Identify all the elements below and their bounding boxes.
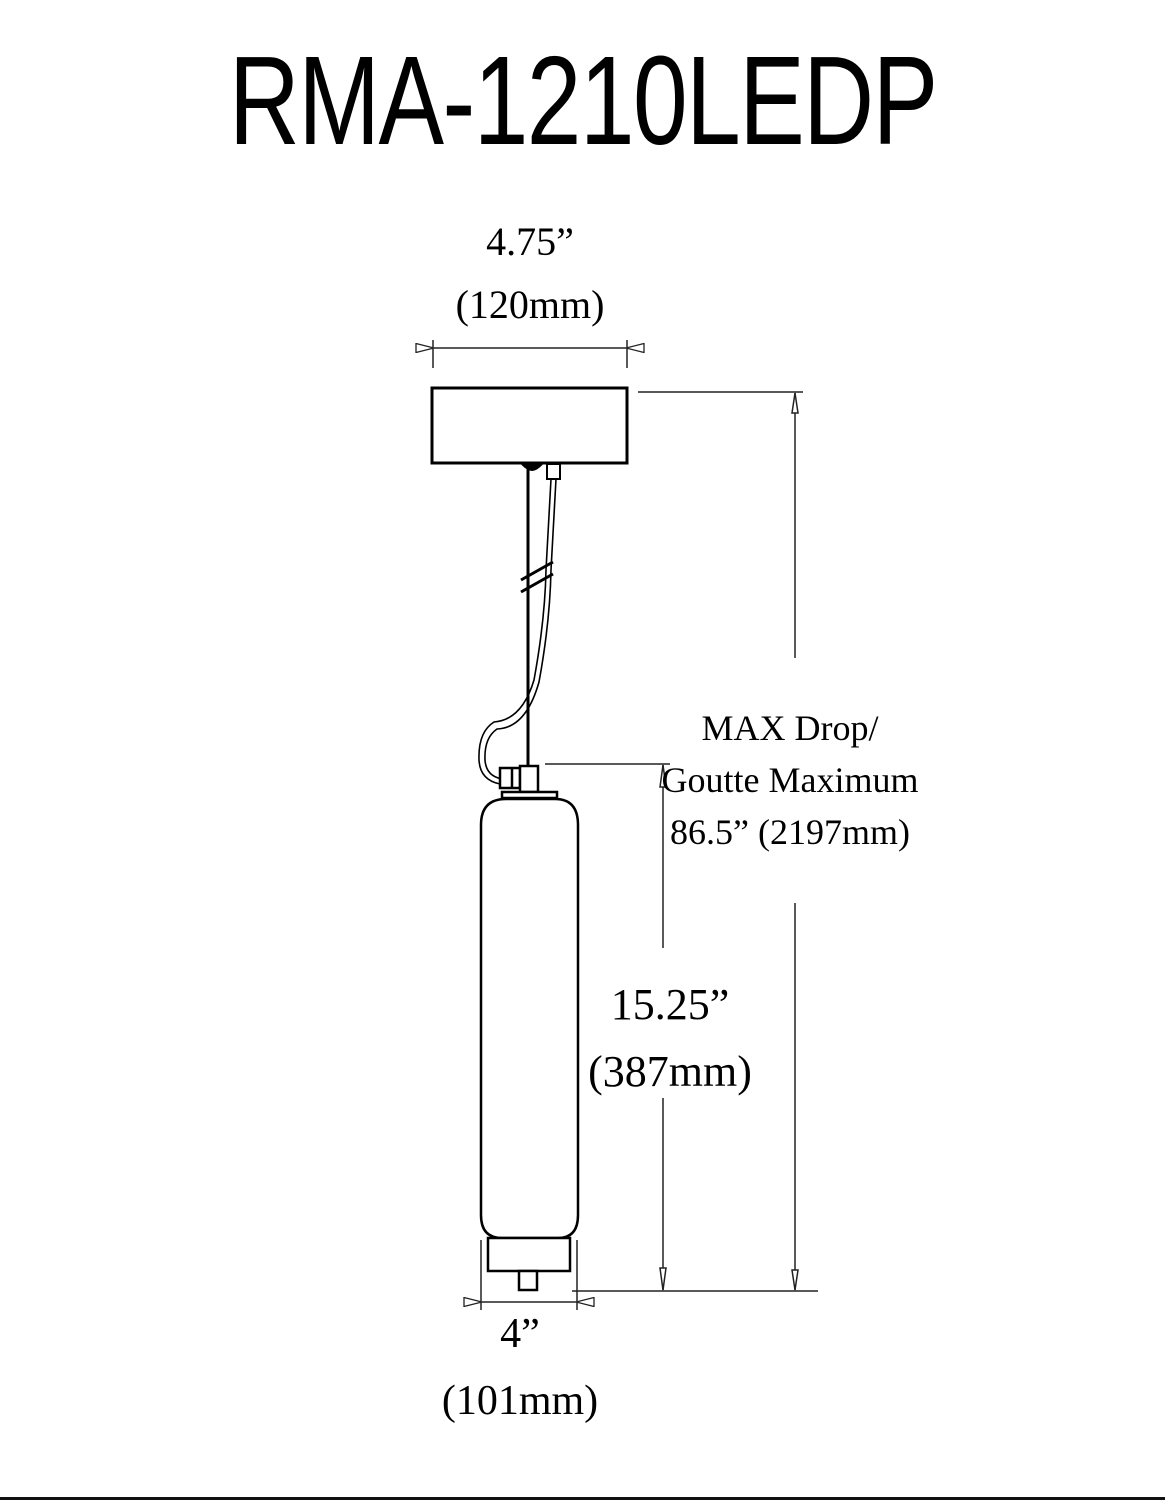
bottom-cap [517, 1269, 539, 1292]
product-model-title: RMA-1210LEDP [228, 30, 938, 171]
canopy [430, 386, 629, 465]
canopy-width-metric: (120mm) [455, 282, 605, 327]
fixture-length-imperial: 15.25” [610, 980, 730, 1029]
canopy-fittings [521, 463, 561, 480]
bottom-trim [486, 1236, 572, 1273]
fixture-diameter-metric: (101mm) [441, 1378, 599, 1424]
max-drop-line2: Goutte Maximum [661, 760, 919, 800]
max-drop-value: 86.5” (2197mm) [670, 812, 910, 852]
fixture-length-dimension [545, 763, 670, 1291]
fixture-length-metric: (387mm) [588, 1047, 752, 1096]
canopy-width-imperial: 4.75” [486, 219, 574, 264]
max-drop-line1: MAX Drop/ [701, 708, 879, 748]
fixture-diameter-imperial: 4” [500, 1311, 540, 1357]
glass-shade [479, 797, 580, 1240]
page-bottom-border [0, 1497, 1165, 1500]
canopy-width-dimension [433, 340, 627, 368]
diameter-dimension [481, 1240, 577, 1310]
power-cord [478, 478, 557, 785]
break-symbol [520, 560, 554, 594]
cord-grip [498, 764, 559, 800]
max-drop-dimension [572, 391, 818, 1292]
